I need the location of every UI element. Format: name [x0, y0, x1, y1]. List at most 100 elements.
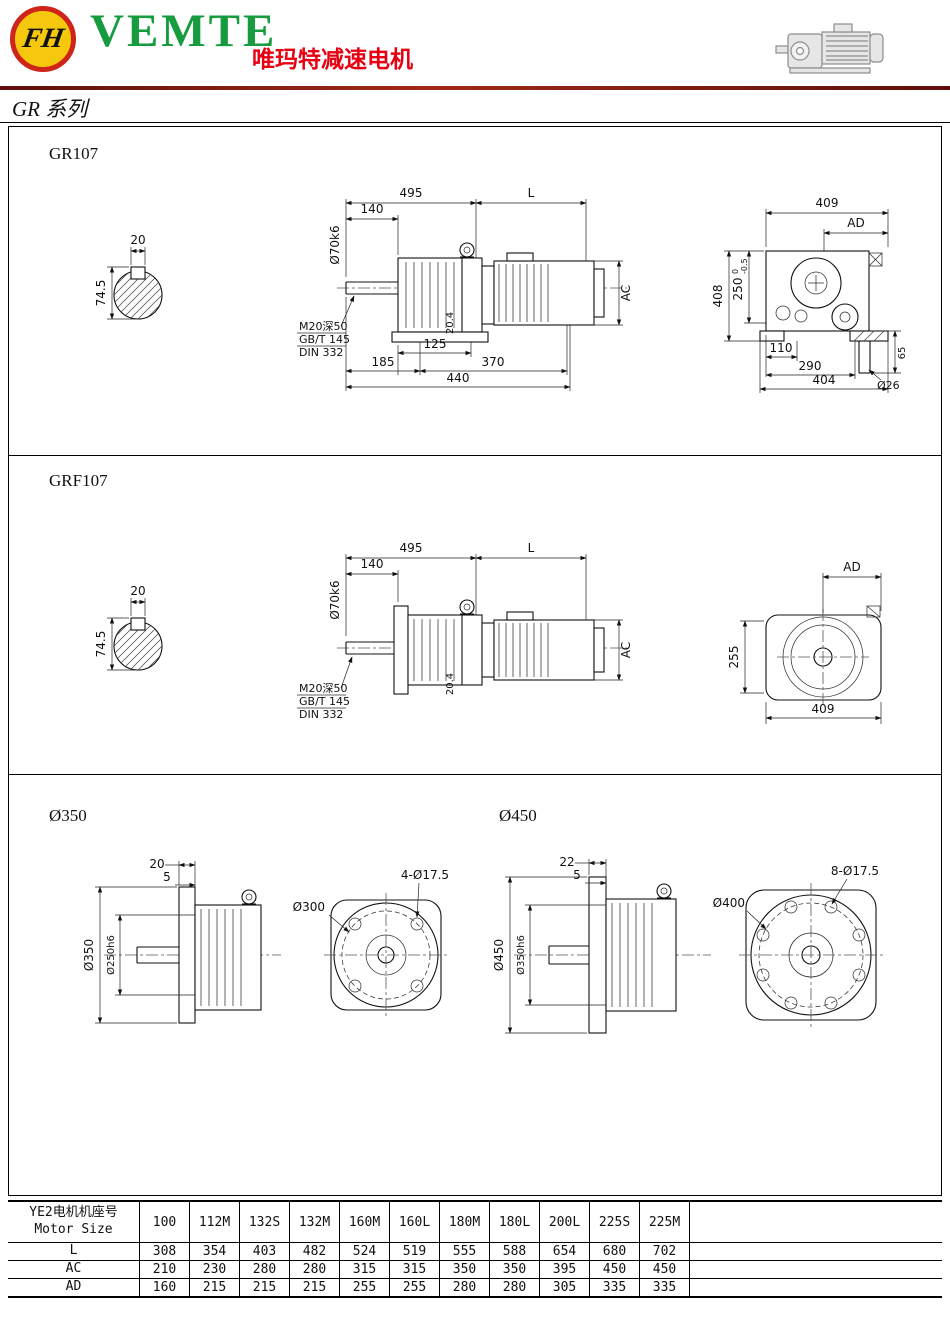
- dim-label: 440: [447, 371, 470, 385]
- dim-label: 290: [799, 359, 822, 373]
- table-cell: 160: [140, 1279, 190, 1296]
- table-cell: 180M: [440, 1202, 490, 1242]
- grf107-title: GRF107: [49, 471, 108, 490]
- svg-text:74.5: 74.5: [94, 631, 108, 658]
- dim-label: AC: [619, 642, 633, 658]
- table-cell: 519: [390, 1243, 440, 1260]
- svg-text:20.4: 20.4: [445, 312, 456, 334]
- grf107-shaft-section: 20 74.5: [94, 584, 163, 671]
- table-cell: 524: [340, 1243, 390, 1260]
- dim-label: 370: [482, 355, 505, 369]
- flange350-title: Ø350: [49, 806, 87, 825]
- table-cell: 132S: [240, 1202, 290, 1242]
- dim-label: Ø350: [82, 939, 96, 971]
- table-cell: 482: [290, 1243, 340, 1260]
- tap-note: GB/T 145: [299, 695, 350, 708]
- table-cell: 210: [140, 1261, 190, 1278]
- dim-label: L: [528, 541, 535, 555]
- flange450-front-view: 8-Ø17.5 Ø400: [713, 864, 883, 1027]
- table-cell: 350: [490, 1261, 540, 1278]
- flange350-front-view: 4-Ø17.5 Ø300: [293, 868, 449, 1017]
- dim-label: 409: [812, 702, 835, 716]
- grf107-end-view: AD 255 409: [727, 560, 882, 724]
- table-cell: 215: [290, 1279, 340, 1296]
- table-cell: 350: [440, 1261, 490, 1278]
- table-cell: 280: [490, 1279, 540, 1296]
- dim-label: 20: [130, 233, 145, 247]
- table-cell: 315: [340, 1261, 390, 1278]
- svg-text:255: 255: [727, 646, 741, 669]
- dim-label: 404: [813, 373, 836, 387]
- table-cell: 395: [540, 1261, 590, 1278]
- table-cell: 555: [440, 1243, 490, 1260]
- dim-label: 65: [897, 347, 908, 360]
- tap-note: DIN 332: [299, 708, 343, 721]
- section-grf107: GRF107 20 74.5: [9, 456, 941, 775]
- svg-text:Ø70k6: Ø70k6: [328, 580, 342, 619]
- svg-text:Ø450: Ø450: [492, 939, 506, 971]
- dim-label: 125: [424, 337, 447, 351]
- series-row: GR 系列: [0, 90, 950, 123]
- table-cell: 215: [190, 1279, 240, 1296]
- svg-text:65: 65: [897, 347, 908, 360]
- table-cell: 588: [490, 1243, 540, 1260]
- dim-label: 408: [711, 285, 725, 308]
- svg-text:0: 0: [731, 269, 740, 274]
- svg-text:Ø250h6: Ø250h6: [105, 935, 117, 975]
- dim-label: Ø350h6: [515, 935, 527, 975]
- dim-label: 255: [727, 646, 741, 669]
- dim-label: L: [528, 186, 535, 200]
- table-cell: 112M: [190, 1202, 240, 1242]
- dim-label: 8-Ø17.5: [831, 864, 879, 878]
- svg-text:408: 408: [711, 285, 725, 308]
- company-logo: FH: [10, 6, 76, 72]
- flange450-side-view: 22 5 Ø450 Ø350h6: [492, 855, 711, 1034]
- gr107-side-view: 495 L 140 Ø70k6 20.4 AC M20深50: [297, 186, 633, 391]
- svg-text:Ø350: Ø350: [82, 939, 96, 971]
- flange350-side-view: 20 5 Ø350 Ø250h6: [82, 857, 281, 1024]
- section-flanges: Ø350 Ø450 20 5: [9, 775, 941, 1193]
- tap-note: DIN 332: [299, 346, 343, 359]
- dim-label: Ø300: [293, 900, 325, 914]
- table-cell: 180L: [490, 1202, 540, 1242]
- table-cell: 225S: [590, 1202, 640, 1242]
- table-cell: 450: [640, 1261, 690, 1278]
- dim-label: AC: [619, 285, 633, 301]
- table-cell: 225M: [640, 1202, 690, 1242]
- table-cell: 654: [540, 1243, 590, 1260]
- dim-label: 110: [770, 341, 793, 355]
- svg-text:Ø350h6: Ø350h6: [515, 935, 527, 975]
- dim-label: Ø70k6: [328, 225, 342, 264]
- svg-text:74.5: 74.5: [94, 280, 108, 307]
- grf107-drawing: GRF107 20 74.5: [49, 471, 882, 724]
- dim-label: 5: [573, 868, 581, 882]
- table-cell: 450: [590, 1261, 640, 1278]
- dim-label: 185: [372, 355, 395, 369]
- dim-250-with-tolerance: 250 0 -0.5: [731, 258, 749, 300]
- dim-label: 20: [130, 584, 145, 598]
- gr107-shaft-section: 20 74.5: [94, 233, 163, 320]
- table-cell: 100: [140, 1202, 190, 1242]
- svg-text:20.4: 20.4: [445, 673, 456, 695]
- gr107-end-view: 409 AD 408 250 0 -0.5: [711, 196, 908, 393]
- table-cell: 255: [340, 1279, 390, 1296]
- section-gr107: GR107 20 74.5: [9, 127, 941, 456]
- table-cell: 215: [240, 1279, 290, 1296]
- table-cell: 702: [640, 1243, 690, 1260]
- table-cell: 315: [390, 1261, 440, 1278]
- table-cell: 354: [190, 1243, 240, 1260]
- dim-label: 20.4: [445, 673, 456, 695]
- tap-note: GB/T 145: [299, 333, 350, 346]
- dim-label: 20: [149, 857, 164, 871]
- table-cell: 335: [590, 1279, 640, 1296]
- grf107-side-view: 495 L 140 Ø70k6 20.4 AC M20深50 GB/T 145: [297, 541, 633, 721]
- table-cell: 403: [240, 1243, 290, 1260]
- dim-label: AD: [847, 216, 864, 230]
- table-cell: 280: [240, 1261, 290, 1278]
- gr107-title: GR107: [49, 144, 99, 163]
- dim-label: Ø70k6: [328, 580, 342, 619]
